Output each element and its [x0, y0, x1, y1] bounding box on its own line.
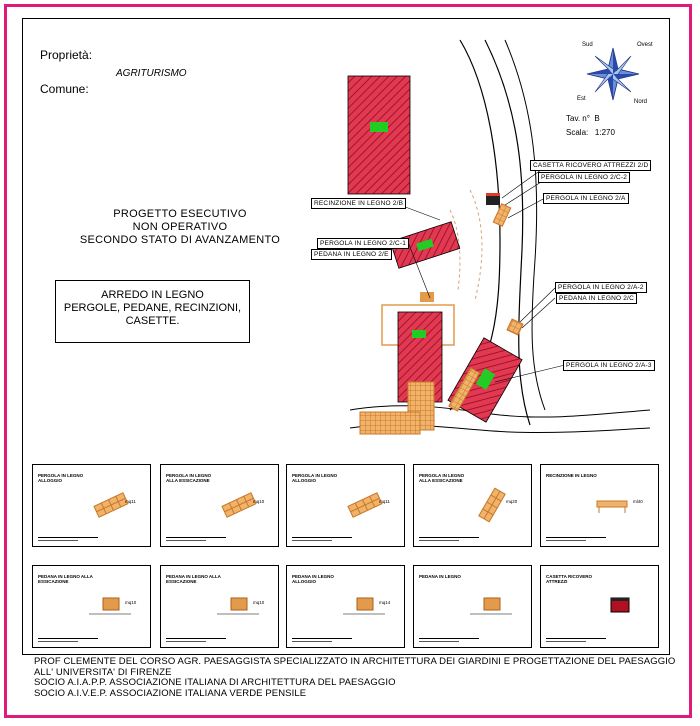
- detail-sheet-title: PEDANA IN LEGNO ALLA ESSICAZIONE: [38, 574, 93, 584]
- detail-sheet-measure: mq10: [253, 499, 265, 504]
- tag-pedana-2c: PEDANA IN LEGNO 2/C: [556, 293, 637, 304]
- tag-pergola-2a3: PERGOLA IN LEGNO 2/A-3: [563, 360, 655, 371]
- detail-sheet-drawing: [470, 597, 512, 615]
- tav-value: B: [594, 114, 600, 123]
- detail-sheet-rule: [38, 638, 98, 639]
- detail-sheet-rule: [419, 537, 479, 538]
- detail-sheet-rule: [166, 641, 206, 642]
- tag-pergola-2a2: PERGOLA IN LEGNO 2/A-2: [555, 282, 647, 293]
- detail-sheet-rule: [546, 540, 586, 541]
- detail-sheet-measure: ml40: [633, 499, 643, 504]
- detail-sheet-measure: mq14: [379, 600, 391, 605]
- scale-label: Scala: 1:270: [566, 128, 615, 137]
- detail-sheet: PERGOLA IN LEGNO ALLOGGIO mq11: [286, 464, 405, 547]
- detail-sheet-title: PERGOLA IN LEGNO ALLOGGIO: [292, 473, 338, 483]
- project-title: PROGETTO ESECUTIVO NON OPERATIVO SECONDO…: [79, 208, 281, 246]
- detail-sheet-measure: mq11: [379, 499, 390, 504]
- detail-sheet-title: PEDANA IN LEGNO: [419, 574, 461, 579]
- comune-label: Comune:: [40, 82, 89, 96]
- compass-nord: Nord: [634, 99, 648, 105]
- detail-sheet-title: RECINZIONE IN LEGNO: [546, 473, 597, 478]
- detail-sheet-rule: [292, 537, 352, 538]
- detail-sheet-drawing: [596, 500, 628, 513]
- detail-sheet: PEDANA IN LEGNO ALLA ESSICAZIONE mq10: [32, 565, 151, 648]
- detail-sheet-rule: [419, 638, 479, 639]
- site-plan: [347, 39, 651, 435]
- owner-name: AGRITURISMO: [116, 68, 187, 79]
- detail-sheet-rule: [546, 638, 606, 639]
- tag-pedana-2e: PEDANA IN LEGNO 2/E: [311, 249, 392, 260]
- detail-sheet-rule: [292, 641, 332, 642]
- drawing-area: [22, 18, 670, 655]
- detail-sheet: PERGOLA IN LEGNO ALLOGGIO mq11: [32, 464, 151, 547]
- detail-sheet-drawing: [610, 597, 630, 613]
- detail-sheet-title: PEDANA IN LEGNO ALLA ESSICAZIONE: [166, 574, 221, 584]
- detail-sheet: PEDANA IN LEGNO ALLOGGIO mq14: [286, 565, 405, 648]
- tag-pergola-2c2: PERGOLA IN LEGNO 2/C-2: [538, 172, 631, 183]
- detail-sheet-rule: [38, 540, 78, 541]
- detail-sheet-rule: [419, 540, 459, 541]
- detail-sheet-rule: [292, 638, 352, 639]
- detail-sheet-measure: mq20: [506, 499, 518, 504]
- detail-sheet-drawing: [221, 492, 257, 518]
- detail-sheet: CASETTA RICOVERO ATTREZZI: [540, 565, 659, 648]
- detail-sheet-measure: mq10: [253, 600, 265, 605]
- tag-casetta: CASETTA RICOVERO ATTREZZI 2/D: [530, 160, 652, 171]
- compass-sud: Sud: [582, 42, 593, 48]
- tag-pergola-2a: PERGOLA IN LEGNO 2/A: [543, 193, 629, 204]
- detail-sheet-rule: [419, 641, 459, 642]
- detail-sheet-title: PERGOLA IN LEGNO ALLOGGIO: [38, 473, 84, 483]
- tag-recinzione-2b: RECINZIONE IN LEGNO 2/B: [311, 198, 407, 209]
- proprieta-label: Proprietà:: [40, 48, 93, 62]
- detail-sheet: PERGOLA IN LEGNO ALLA ESSICAZIONE mq10: [160, 464, 279, 547]
- compass-est: Est: [577, 96, 586, 102]
- compass-rose-icon: [578, 40, 648, 110]
- detail-sheet-measure: mq10: [125, 600, 137, 605]
- detail-sheet-rule: [166, 638, 226, 639]
- compass-ovest: Ovest: [637, 42, 653, 48]
- detail-sheet-drawing: [217, 597, 259, 615]
- detail-sheet-drawing: [343, 597, 385, 615]
- detail-sheet-rule: [292, 540, 332, 541]
- detail-sheet: PERGOLA IN LEGNO ALLA ESSICAZIONE mq20: [413, 464, 532, 547]
- detail-sheet-title: PERGOLA IN LEGNO ALLA ESSICAZIONE: [419, 473, 465, 483]
- tag-pergola-2c1: PERGOLA IN LEGNO 2/C-1: [317, 238, 410, 249]
- detail-sheet-title: PERGOLA IN LEGNO ALLA ESSICAZIONE: [166, 473, 212, 483]
- detail-sheet: PEDANA IN LEGNO: [413, 565, 532, 648]
- detail-sheet-drawing: [89, 597, 131, 615]
- detail-sheet-drawing: [347, 492, 383, 518]
- detail-sheet-measure: mq11: [125, 499, 136, 504]
- detail-sheet-rule: [38, 537, 98, 538]
- scale-value: 1:270: [594, 128, 615, 137]
- detail-sheet-rule: [38, 641, 78, 642]
- tav-label: Tav. n° B: [566, 114, 600, 123]
- arredo-box: ARREDO IN LEGNO PERGOLE, PEDANE, RECINZI…: [55, 280, 250, 343]
- detail-sheet-rule: [546, 641, 586, 642]
- detail-sheet-title: PEDANA IN LEGNO ALLOGGIO: [292, 574, 334, 584]
- detail-sheet: RECINZIONE IN LEGNO ml40: [540, 464, 659, 547]
- detail-sheet-rule: [546, 537, 606, 538]
- detail-sheet-rule: [166, 537, 226, 538]
- footer: PROF CLEMENTE DEL CORSO AGR. PAESAGGISTA…: [34, 656, 676, 699]
- detail-sheet: PEDANA IN LEGNO ALLA ESSICAZIONE mq10: [160, 565, 279, 648]
- detail-sheet-title: CASETTA RICOVERO ATTREZZI: [546, 574, 593, 584]
- detail-sheet-rule: [166, 540, 206, 541]
- detail-sheet-drawing: [478, 487, 506, 523]
- detail-sheet-drawing: [93, 492, 129, 518]
